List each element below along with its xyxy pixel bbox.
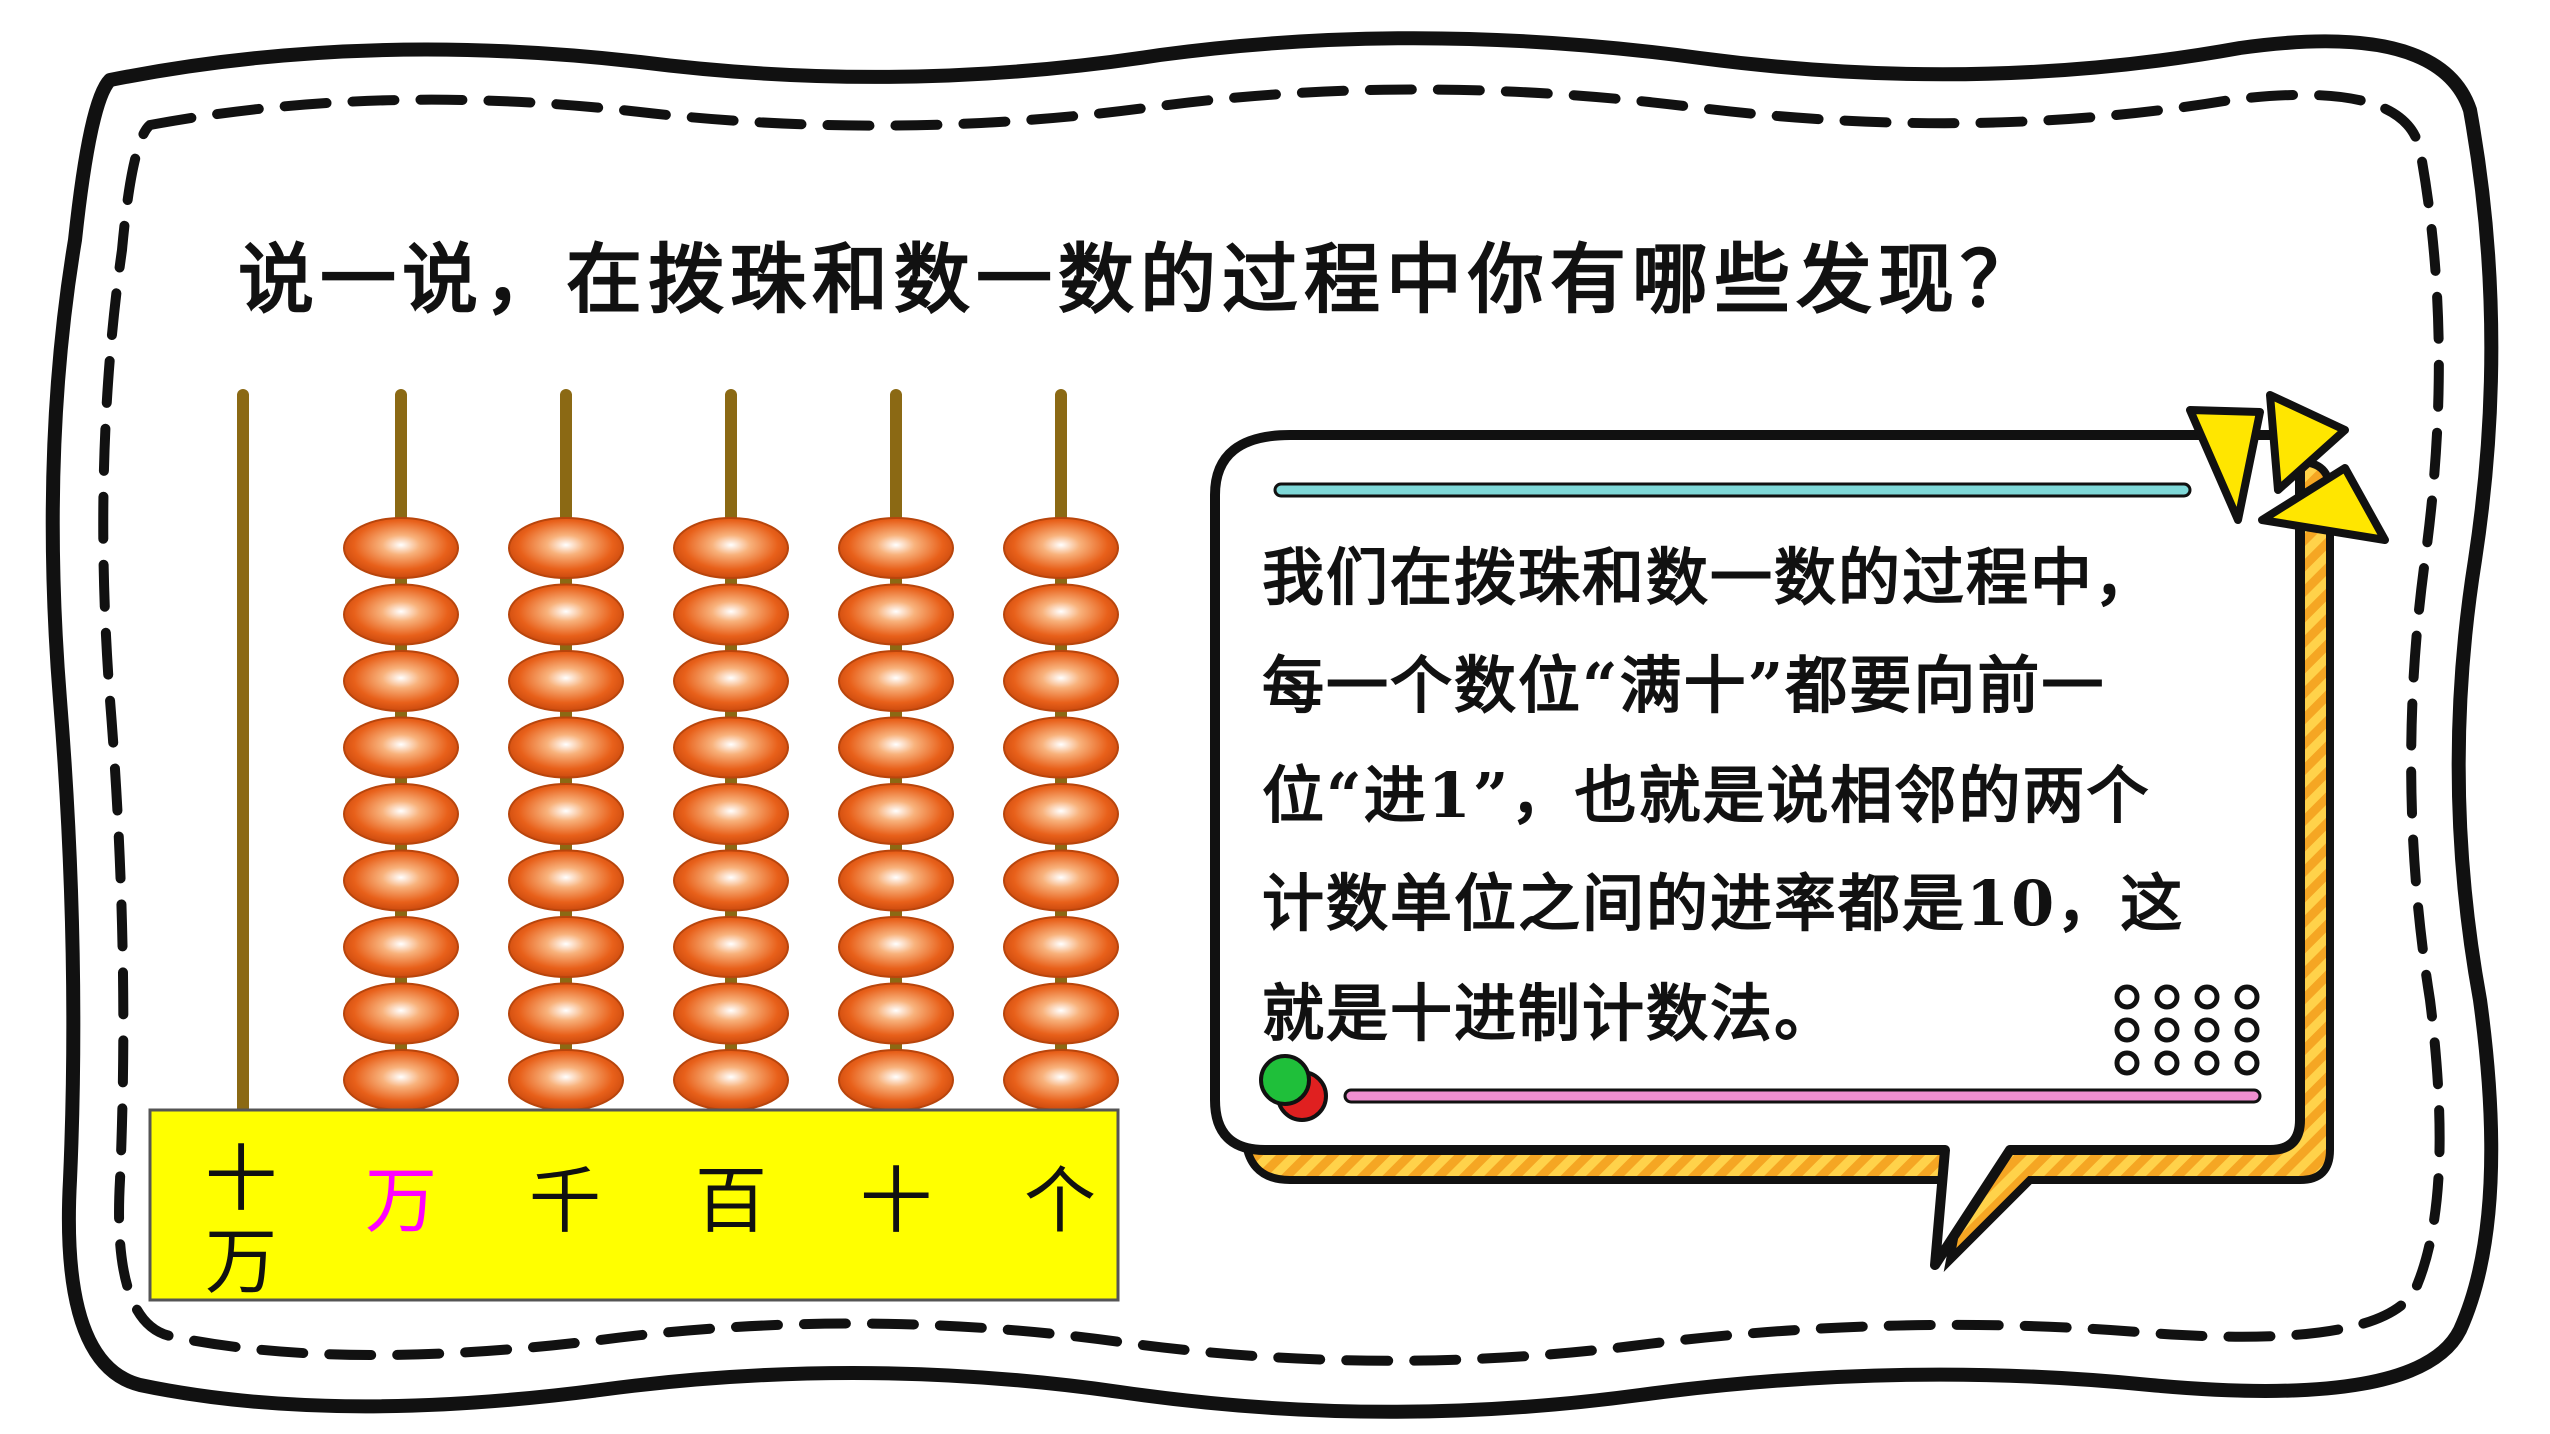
flag-triangle bbox=[2186, 406, 2264, 524]
abacus-bead bbox=[838, 849, 954, 912]
abacus-bead bbox=[1003, 982, 1119, 1045]
abacus-bead bbox=[343, 849, 459, 912]
flag-triangle bbox=[2266, 391, 2349, 494]
abacus-bead bbox=[673, 916, 789, 978]
abacus-bead bbox=[1003, 716, 1119, 779]
place-label-line: 十 bbox=[204, 1137, 277, 1221]
bubble-text-line: 每一个数位“满十”都要向前一 bbox=[1262, 649, 2106, 722]
place-label-one: 个 bbox=[1023, 1159, 1096, 1243]
abacus-bead bbox=[673, 583, 789, 646]
abacus-bead bbox=[1003, 517, 1119, 579]
place-label-thousand: 千 bbox=[528, 1159, 601, 1243]
abacus-bead bbox=[343, 783, 459, 845]
abacus-bead bbox=[343, 982, 459, 1045]
place-label-hundred-thousand: 十 万 bbox=[196, 1138, 286, 1304]
grid-dot bbox=[2234, 1017, 2260, 1043]
grid-dot bbox=[2234, 984, 2260, 1010]
frame-inner-dashes bbox=[98, 84, 2445, 1366]
grid-dot bbox=[2114, 1050, 2140, 1076]
abacus-bead bbox=[838, 982, 954, 1045]
place-label-ten-thousand: 万 bbox=[364, 1159, 437, 1243]
place-label-line: 万 bbox=[204, 1219, 277, 1304]
grid-dot bbox=[2114, 1017, 2140, 1043]
abacus-bead bbox=[1003, 916, 1119, 978]
grid-dot bbox=[2154, 1017, 2180, 1043]
abacus-bead bbox=[1003, 650, 1119, 712]
abacus-bead bbox=[1003, 783, 1119, 845]
bubble-bottom-bar bbox=[1343, 1088, 2262, 1104]
dot-grid-decoration bbox=[2114, 984, 2260, 1076]
grid-dot bbox=[2234, 1050, 2260, 1076]
grid-dot bbox=[2154, 1050, 2180, 1076]
flag-triangle bbox=[2258, 464, 2389, 544]
abacus-bead bbox=[673, 650, 789, 712]
abacus-bead bbox=[343, 583, 459, 646]
abacus-bead bbox=[508, 650, 624, 712]
abacus-bead bbox=[343, 916, 459, 978]
grid-dot bbox=[2114, 984, 2140, 1010]
abacus-bead bbox=[838, 517, 954, 579]
abacus-bead bbox=[838, 716, 954, 779]
abacus-bead bbox=[673, 849, 789, 912]
bubble-text-line: 计数单位之间的进率都是10，这 bbox=[1262, 867, 2185, 940]
bubble-text-line: 位“进1”，也就是说相邻的两个 bbox=[1262, 759, 2151, 832]
abacus-bead bbox=[838, 583, 954, 646]
abacus-bead bbox=[508, 849, 624, 912]
abacus-bead bbox=[508, 716, 624, 779]
question-heading: 说一说，在拨珠和数一数的过程中你有哪些发现？ bbox=[238, 235, 2042, 324]
abacus-bead bbox=[838, 916, 954, 978]
grid-dot bbox=[2154, 984, 2180, 1010]
abacus-bead bbox=[1003, 849, 1119, 912]
abacus-bead bbox=[343, 650, 459, 712]
abacus-bead bbox=[673, 517, 789, 579]
abacus-bead bbox=[508, 583, 624, 646]
abacus-bead bbox=[508, 982, 624, 1045]
grid-dot bbox=[2194, 1050, 2220, 1076]
abacus-bead bbox=[508, 783, 624, 845]
abacus-bead bbox=[838, 650, 954, 712]
place-label-hundred: 百 bbox=[694, 1159, 767, 1243]
abacus-bead bbox=[838, 783, 954, 845]
abacus-bead bbox=[508, 517, 624, 579]
abacus-bead bbox=[343, 716, 459, 779]
green-dot bbox=[1259, 1054, 1311, 1106]
bubble-text-line: 我们在拨珠和数一数的过程中， bbox=[1262, 541, 2159, 614]
place-label-ten: 十 bbox=[859, 1159, 932, 1243]
bubble-text-line: 就是十进制计数法。 bbox=[1262, 977, 1839, 1050]
abacus-bead bbox=[673, 982, 789, 1045]
bubble-top-bar bbox=[1273, 482, 2192, 498]
abacus-bead bbox=[673, 783, 789, 845]
abacus-bead bbox=[343, 517, 459, 579]
abacus-base bbox=[148, 1108, 1120, 1302]
grid-dot bbox=[2194, 984, 2220, 1010]
abacus-bead bbox=[1003, 583, 1119, 646]
grid-dot bbox=[2194, 1017, 2220, 1043]
abacus-bead bbox=[508, 916, 624, 978]
abacus-bead bbox=[673, 716, 789, 779]
